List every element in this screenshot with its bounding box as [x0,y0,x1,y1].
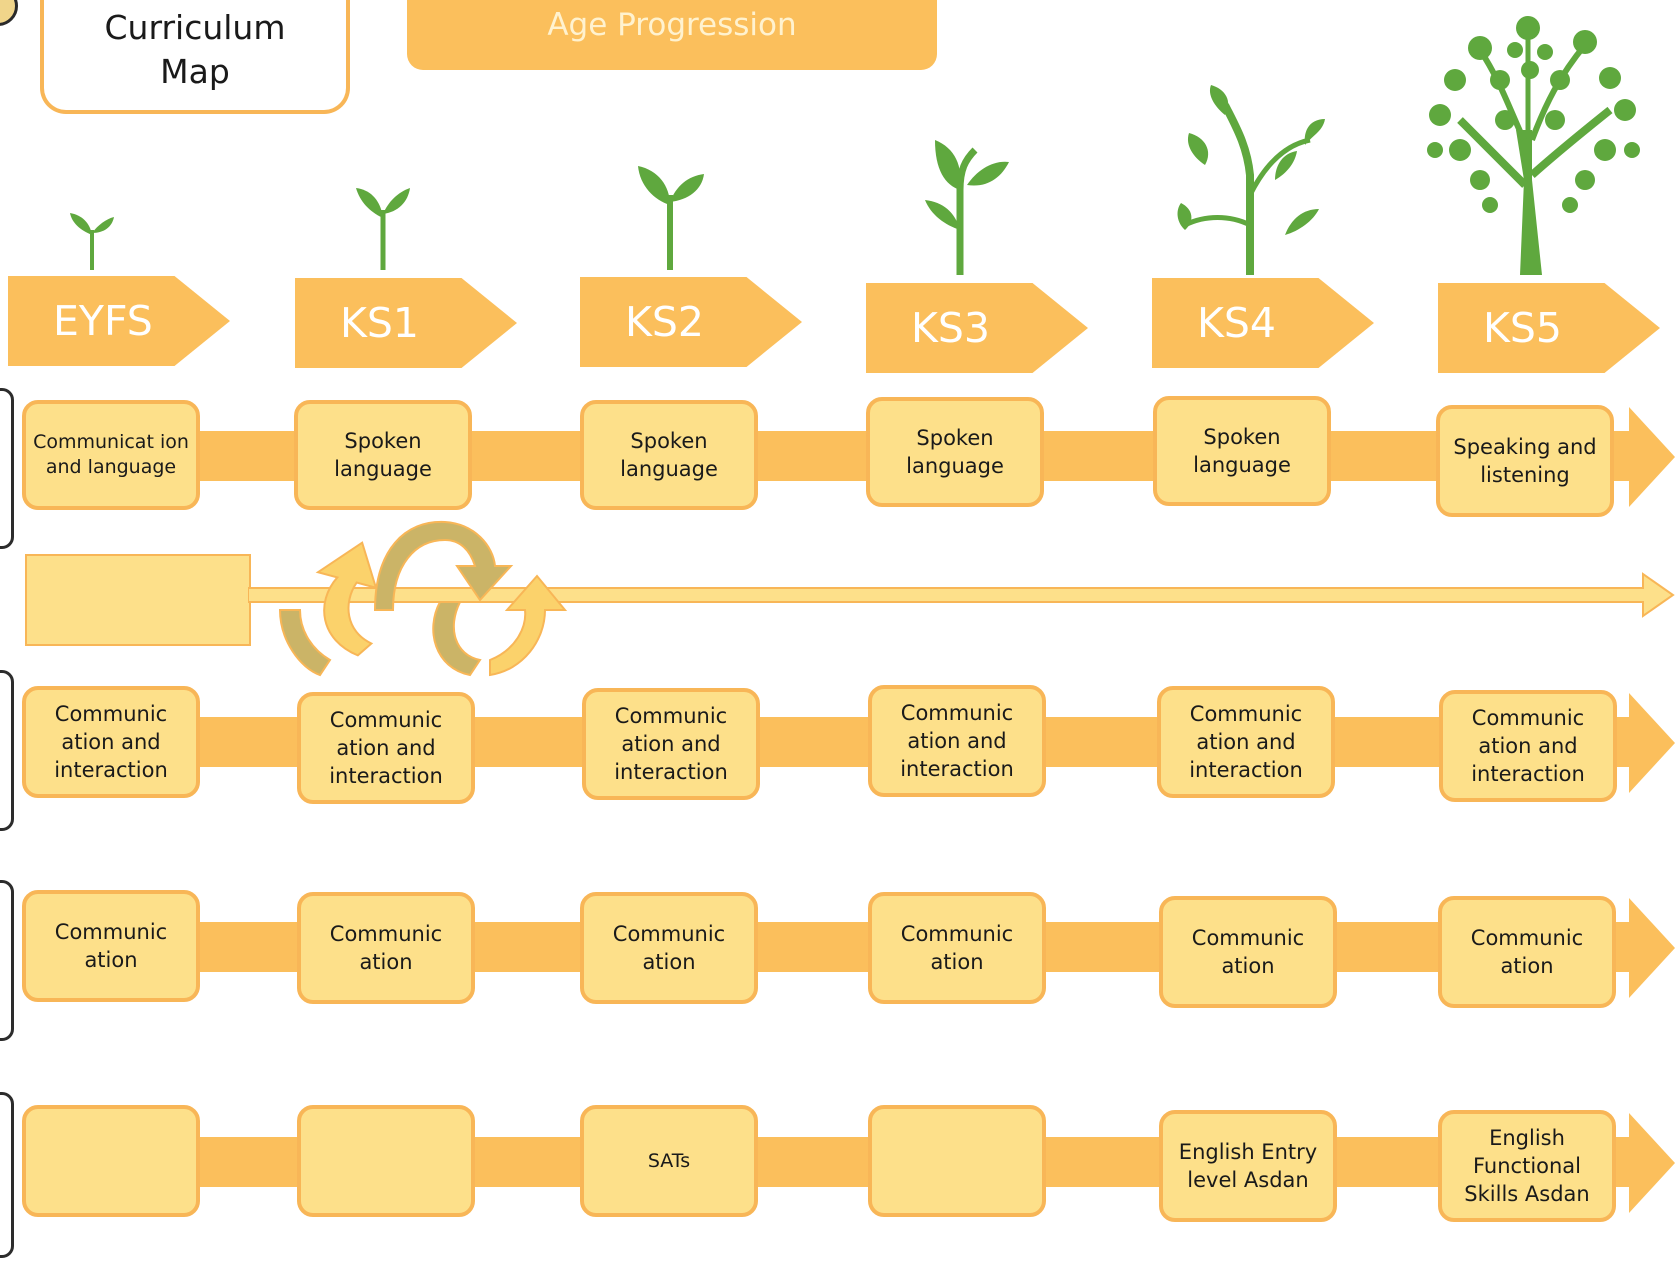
stage-eyfs: EYFS [8,276,230,366]
row4-eyfs-box [22,1105,200,1217]
stage-ks4: KS4 [1152,278,1374,368]
corner-badge [0,0,18,26]
row3-ks5-box: Communic ation [1438,896,1616,1008]
row1-ks1-box: Spoken language [294,400,472,510]
arrow-right-icon [1629,407,1675,507]
tree-icon [1427,16,1640,275]
row1-ks4-box: Spoken language [1153,396,1331,506]
row1-ks2-box: Spoken language [580,400,758,510]
arrow-right-icon [1629,693,1675,793]
row2-ks5-box: Communic ation and interaction [1439,690,1617,802]
row2-eyfs-box: Communic ation and interaction [22,686,200,798]
row2-ks1-box: Communic ation and interaction [297,692,475,804]
row1-ks3-box: Spoken language [866,397,1044,507]
row1-ks5-box: Speaking and listening [1436,405,1614,517]
row4-ks5-box: English Functional Skills Asdan [1438,1110,1616,1222]
cycle-arrow-icon [278,520,568,677]
row2-ks3-box: Communic ation and interaction [868,685,1046,797]
sprout-icon [70,213,114,270]
arrow-right-icon [1629,1113,1675,1213]
row3-eyfs-box: Communic ation [22,890,200,1002]
row4-ks3-box [868,1105,1046,1217]
stage-ks5: KS5 [1438,283,1660,373]
stage-ks2: KS2 [580,277,802,367]
row3-ks1-box: Communic ation [297,892,475,1004]
stage-ks1: KS1 [295,278,517,368]
row2-ks4-box: Communic ation and interaction [1157,686,1335,798]
row4-ks1-box [297,1105,475,1217]
row1-eyfs-box: Communicat ion and language [22,400,200,510]
age-progression-banner: Age Progression [407,0,937,70]
row3-ks3-box: Communic ation [868,892,1046,1004]
arrow-right-icon [1629,898,1675,998]
spiral-label-box [25,554,251,646]
sprout-icon [638,166,704,270]
stage-ks3: KS3 [866,283,1088,373]
row-bracket [0,880,14,1041]
row2-ks2-box: Communic ation and interaction [582,688,760,800]
row4-ks4-box: English Entry level Asdan [1159,1110,1337,1222]
row-bracket [0,1092,14,1258]
sprout-icon [1177,85,1325,275]
arrow-right-icon [248,572,1675,618]
row3-ks4-box: Communic ation [1159,896,1337,1008]
page-title: Curriculum Map [40,0,350,114]
row4-ks2-box: SATs [580,1105,758,1217]
sprout-icon [925,140,1009,275]
row-bracket [0,388,14,549]
row-bracket [0,670,14,831]
row3-ks2-box: Communic ation [580,892,758,1004]
sprout-icon [356,188,410,270]
